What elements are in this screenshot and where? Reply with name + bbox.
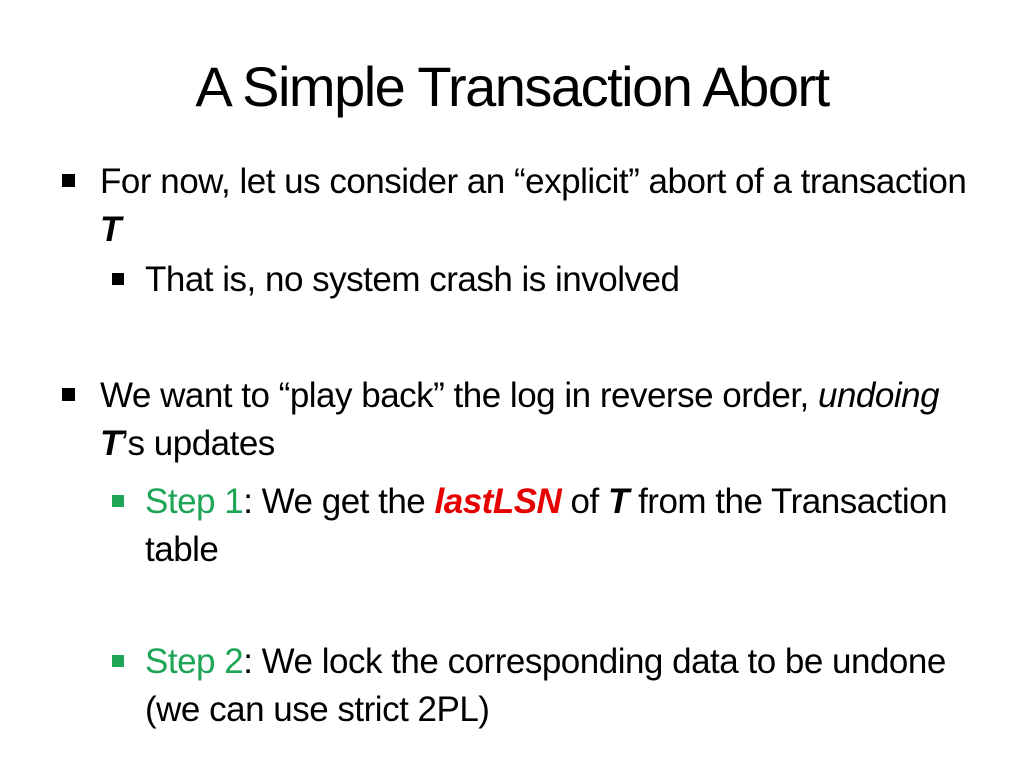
bullet-item: We want to “play back” the log in revers… bbox=[0, 372, 1024, 468]
text-run: T bbox=[607, 482, 629, 521]
text-run-lastlsn: lastLSN bbox=[434, 482, 562, 521]
text-run: undoing bbox=[818, 376, 940, 415]
text-run: T bbox=[100, 424, 121, 463]
bullet-text: We want to “play back” the log in revers… bbox=[100, 372, 988, 468]
text-run: : We lock the corresponding data to be u… bbox=[145, 642, 946, 729]
text-run: T bbox=[100, 210, 121, 249]
text-run-step-label: Step 2 bbox=[145, 642, 244, 681]
bullet-text: That is, no system crash is involved bbox=[145, 256, 984, 304]
bullet-text: For now, let us consider an “explicit” a… bbox=[100, 158, 988, 254]
bullet-square-icon bbox=[112, 273, 124, 285]
bullet-item: That is, no system crash is involved bbox=[0, 256, 1024, 304]
slide-title: A Simple Transaction Abort bbox=[195, 55, 830, 118]
text-run: ’s updates bbox=[120, 424, 275, 463]
text-run: from the Transaction table bbox=[145, 482, 948, 569]
text-run: That is, no system crash is involved bbox=[145, 260, 680, 299]
text-run: We want to “play back” the log in revers… bbox=[100, 376, 818, 415]
bullet-item: For now, let us consider an “explicit” a… bbox=[0, 158, 1024, 254]
text-run: For now, let us consider an “explicit” a… bbox=[100, 162, 967, 201]
bullet-text: Step 1: We get the lastLSN of T from the… bbox=[145, 478, 984, 574]
bullet-square-icon bbox=[112, 495, 124, 507]
bullet-square-icon bbox=[112, 655, 124, 667]
text-run: of bbox=[561, 482, 608, 521]
bullet-item: Step 1: We get the lastLSN of T from the… bbox=[0, 478, 1024, 574]
bullet-square-icon bbox=[62, 388, 75, 401]
bullet-item: Step 2: We lock the corresponding data t… bbox=[0, 638, 1024, 734]
bullet-text: Step 2: We lock the corresponding data t… bbox=[145, 638, 984, 734]
text-run: : We get the bbox=[243, 482, 435, 521]
bullet-square-icon bbox=[62, 174, 75, 187]
text-run-step-label: Step 1 bbox=[145, 482, 244, 521]
